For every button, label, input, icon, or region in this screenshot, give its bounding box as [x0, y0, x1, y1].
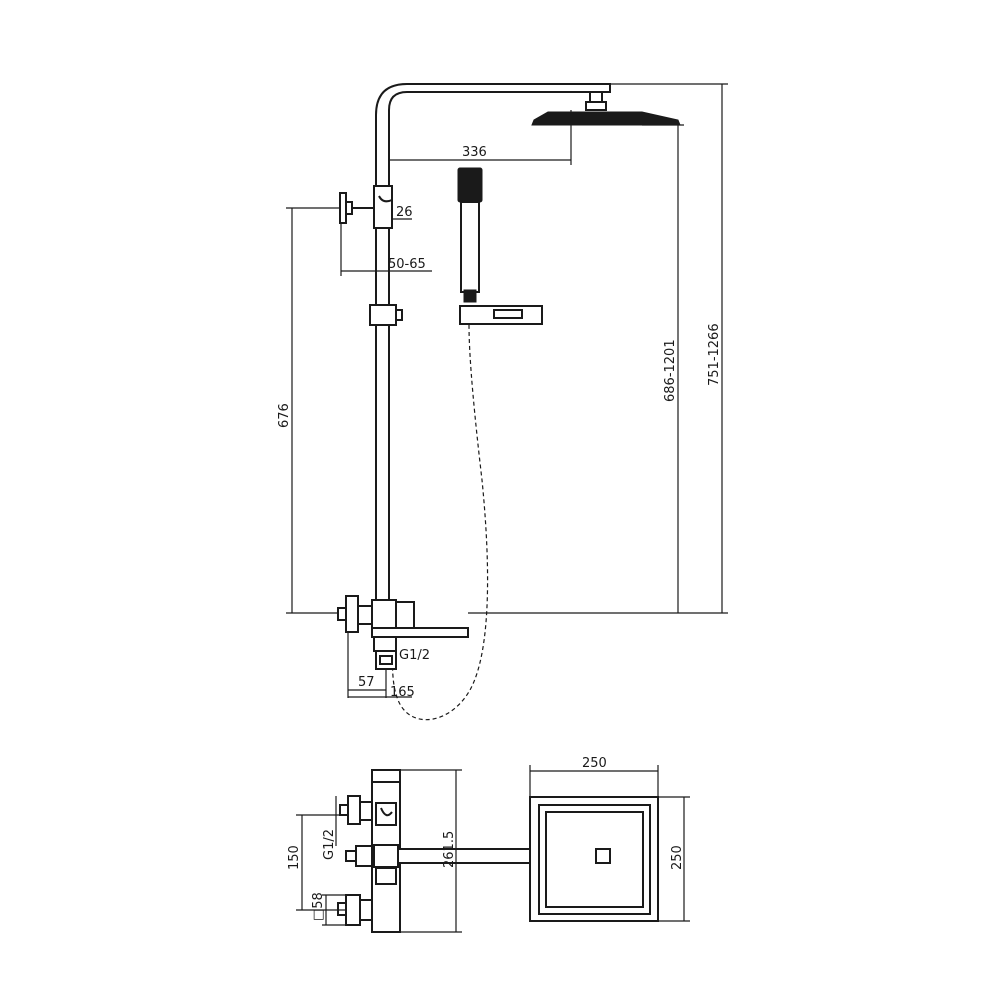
front-elevation: 336 26 50-65 676 686-1201 [277, 83, 728, 721]
dim-holder-size-label: 26 [396, 205, 413, 220]
dim-total-height: 751-1266 [610, 83, 728, 614]
shower-hose [391, 324, 489, 721]
dim-top-depth-label: 250 [670, 845, 685, 870]
dim-top-width-label: 250 [582, 756, 607, 771]
thermostatic-mixer [337, 595, 415, 633]
dim-body-depth-label: 261.5 [442, 831, 457, 868]
dim-mixer-to-bracket: 676 [277, 207, 340, 614]
dim-mixer-to-bracket-label: 676 [277, 403, 292, 428]
dim-inlet-spacing-label: 150 [287, 845, 302, 870]
dim-inlet-thread-top: G1/2 [322, 796, 337, 860]
dim-spout-offsets: 57 165 [347, 632, 415, 700]
plan-handle-middle [345, 845, 373, 867]
dim-body-depth: 261.5 [400, 769, 462, 933]
dim-bracket-offset: 50-65 [340, 224, 432, 276]
dim-handle-size: □58 [311, 892, 346, 926]
dim-inlet-spacing: 150 [287, 814, 348, 911]
dim-handle-size-label: □58 [311, 892, 326, 921]
plan-handle-upper [339, 795, 373, 825]
slide-holder [369, 304, 403, 326]
soap-shelf [459, 305, 543, 325]
dim-arm-reach-label: 336 [462, 145, 487, 160]
plan-mixer-body [371, 769, 401, 933]
wall-bracket-upper [339, 192, 376, 224]
dim-mixer-to-head-label: 686-1201 [663, 339, 678, 402]
rain-shower-head [531, 91, 681, 126]
dim-spout-length-label: 165 [390, 685, 415, 700]
dim-inlet-thread-top-label: G1/2 [322, 829, 337, 860]
hand-shower-holder [373, 185, 393, 229]
inlet-fitting [375, 650, 397, 670]
plan-square-head [529, 796, 659, 922]
dim-arm-reach: 336 [388, 110, 572, 165]
dim-inlet-offset-label: 57 [358, 675, 375, 690]
dim-top-depth: 250 [658, 796, 690, 922]
shower-arm [375, 83, 611, 140]
dim-holder-size: 26 [392, 205, 413, 220]
hand-shower [457, 167, 483, 303]
dim-mixer-to-head: 686-1201 [468, 124, 684, 614]
plan-view: 250 250 261.5 150 G1/2 [287, 756, 690, 933]
dim-inlet-thread-label: G1/2 [399, 648, 430, 663]
dim-total-height-label: 751-1266 [707, 323, 722, 386]
dim-top-width: 250 [529, 756, 659, 797]
dim-bracket-offset-label: 50-65 [388, 257, 426, 272]
